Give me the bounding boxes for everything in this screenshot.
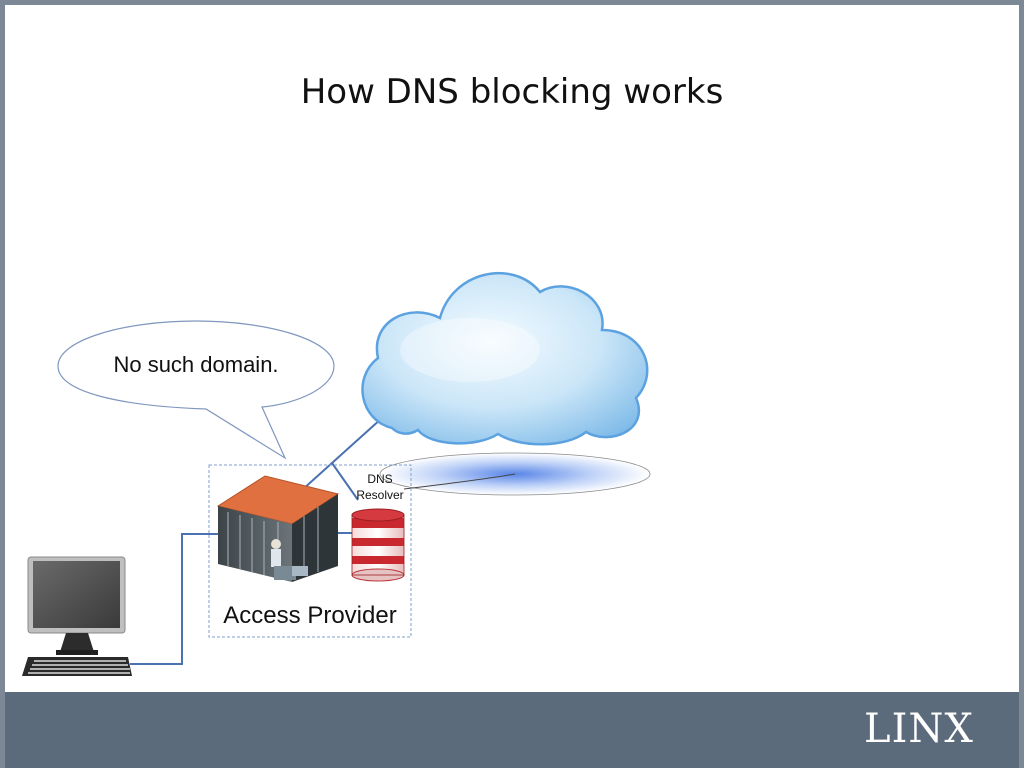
dns-resolver-label: DNS Resolver [350,471,410,503]
cloud-icon [361,271,649,446]
computer-icon [27,556,126,655]
logo-x-icon: X [944,706,974,752]
callout-text: No such domain. [113,352,279,377]
resolver-pointer-line [403,473,516,490]
keyboard-icon [22,657,132,676]
speech-bubble [57,320,335,460]
access-provider-box [208,464,412,638]
access-provider-label: Access Provider [223,602,397,629]
server-rack-icon [216,475,340,582]
dns-resolver-label-line2: Resolver [356,488,404,502]
database-icon [351,508,405,582]
network-links [130,417,383,665]
linx-logo: LINX [864,705,974,753]
dns-resolver-label-line1: DNS [367,472,393,486]
logo-text: LIN [864,706,945,752]
slide-title: How DNS blocking works [300,72,724,112]
footer-bar [5,692,1019,768]
